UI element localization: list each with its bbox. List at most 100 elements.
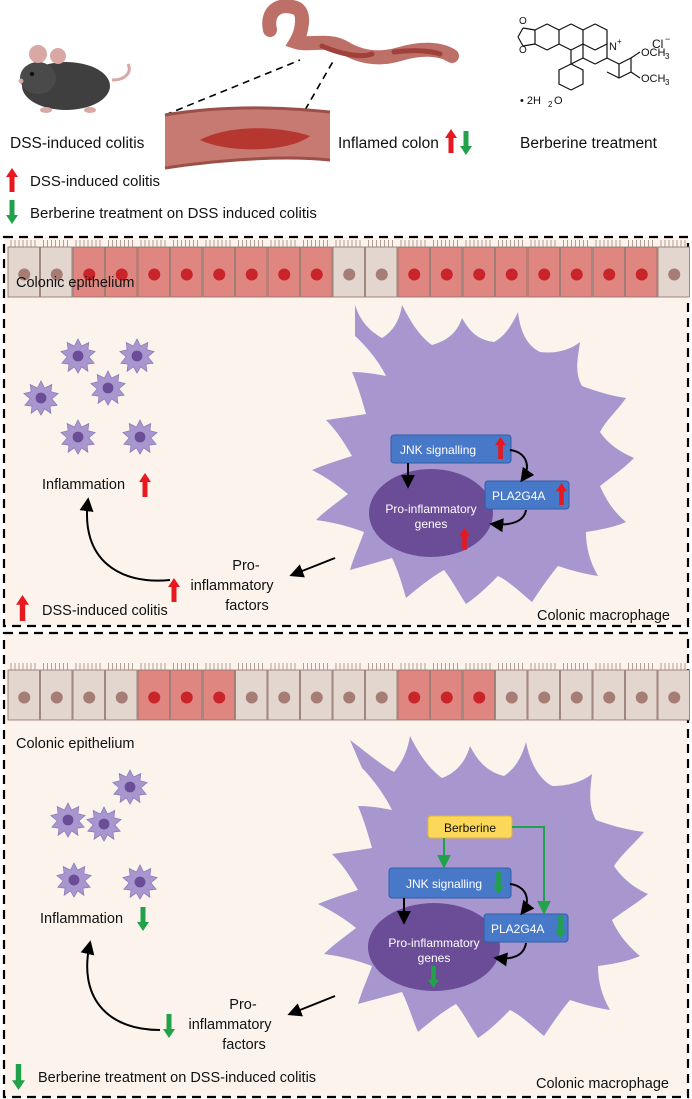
legend-down-arrow-icon bbox=[6, 200, 18, 224]
epithelial-cell bbox=[365, 240, 398, 298]
epithelial-cell bbox=[462, 240, 495, 298]
jnk-box-top bbox=[390, 434, 512, 464]
epithelial-cell bbox=[202, 240, 235, 298]
factors-line2-top: inflammatory bbox=[191, 578, 275, 594]
inflammation-label-bottom: Inflammation bbox=[40, 911, 123, 927]
epithelial-cell bbox=[365, 663, 398, 721]
legend-red-label: DSS-induced colitis bbox=[30, 173, 160, 190]
epithelial-cell bbox=[137, 663, 170, 721]
epithelial-cell bbox=[657, 240, 690, 298]
epithelial-cell bbox=[657, 663, 690, 721]
epithelial-cell bbox=[300, 240, 333, 298]
genes-line2-top: genes bbox=[415, 517, 448, 531]
epithelial-cell bbox=[235, 663, 268, 721]
epithelial-cell bbox=[397, 663, 430, 721]
drug-label: Berberine treatment bbox=[520, 135, 658, 152]
zoom-line-left bbox=[164, 59, 301, 116]
epithelial-cell bbox=[7, 663, 40, 721]
arrow-jnk-to-pla-bottom bbox=[509, 883, 535, 916]
zoom-line-right bbox=[304, 57, 336, 111]
chem-n-charge: + bbox=[617, 37, 622, 46]
chem-water-o: O bbox=[554, 95, 563, 107]
epithelial-cell bbox=[592, 240, 625, 298]
epithelial-cell bbox=[202, 663, 235, 721]
epithelial-cell bbox=[7, 240, 40, 298]
colon-cross-section bbox=[164, 106, 331, 170]
arrow-pla-to-genes-top bbox=[489, 509, 527, 533]
epithelial-cell bbox=[495, 663, 528, 721]
epithelial-cell bbox=[40, 240, 73, 298]
epithelium-label-top: Colonic epithelium bbox=[16, 275, 134, 291]
arrow-macrophage-to-factors-top bbox=[289, 557, 336, 578]
epithelial-cell bbox=[267, 240, 300, 298]
genes-line1-bottom: Pro-inflammatory bbox=[388, 936, 479, 950]
mouse-illustration bbox=[18, 45, 131, 113]
epithelial-cell bbox=[495, 240, 528, 298]
epithelial-cell bbox=[527, 240, 560, 298]
colon-illustration bbox=[262, 0, 459, 65]
epithelial-cell bbox=[332, 240, 365, 298]
berberine-structure bbox=[517, 23, 641, 91]
epithelial-cell bbox=[332, 663, 365, 721]
up-arrow-icon bbox=[445, 129, 457, 153]
chem-och3-a-sub: 3 bbox=[665, 52, 670, 61]
chem-o-bottom: O bbox=[519, 45, 527, 56]
epithelial-cell bbox=[560, 663, 593, 721]
chem-n: N bbox=[609, 41, 617, 53]
epithelial-cell bbox=[430, 240, 463, 298]
epithelial-cell bbox=[560, 240, 593, 298]
factors-line3-top: factors bbox=[225, 598, 269, 614]
epithelial-cell bbox=[592, 663, 625, 721]
chem-cl: Cl bbox=[652, 37, 663, 51]
epithelial-cell bbox=[105, 240, 138, 298]
arrow-factors-to-inflammation-bottom bbox=[80, 940, 161, 1031]
factors-line1-top: Pro- bbox=[232, 558, 260, 574]
genes-line1-top: Pro-inflammatory bbox=[385, 502, 476, 516]
factors-line1-bottom: Pro- bbox=[229, 997, 257, 1013]
jnk-label-bottom: JNK signalling bbox=[406, 877, 482, 891]
epithelial-cell bbox=[105, 663, 138, 721]
arrow-factors-to-inflammation-top bbox=[79, 497, 171, 582]
epithelial-cell bbox=[170, 663, 203, 721]
factors-line3-bottom: factors bbox=[222, 1037, 266, 1053]
pla-label-bottom: PLA2G4A bbox=[491, 922, 544, 936]
epithelial-cell bbox=[625, 240, 658, 298]
epithelial-cell bbox=[430, 663, 463, 721]
epithelial-cell bbox=[625, 663, 658, 721]
macrophage-label-top: Colonic macrophage bbox=[537, 608, 670, 624]
down-arrow-icon bbox=[460, 131, 472, 155]
epithelium-top bbox=[7, 240, 690, 298]
epithelial-cell bbox=[527, 663, 560, 721]
chem-o-top: O bbox=[519, 16, 527, 27]
legend-green-label: Berberine treatment on DSS induced colit… bbox=[30, 205, 317, 222]
panel-top: Colonic epithelium Pro-inflammatory gene… bbox=[2, 235, 690, 628]
berberine-label: Berberine bbox=[444, 821, 496, 835]
inflammation-label-top: Inflammation bbox=[42, 477, 125, 493]
panel-bottom: Colonic epithelium Pro-inflammatory gene… bbox=[2, 631, 690, 1099]
factors-line2-bottom: inflammatory bbox=[189, 1017, 273, 1033]
epithelial-cell bbox=[462, 663, 495, 721]
chem-water: • 2H bbox=[520, 95, 541, 107]
genes-line2-bottom: genes bbox=[418, 951, 451, 965]
condition-label-bottom: Berberine treatment on DSS-induced colit… bbox=[38, 1070, 316, 1086]
chem-cl-charge: − bbox=[665, 34, 670, 44]
chem-och3-b: OCH bbox=[641, 73, 666, 85]
arrow-berberine-to-pla bbox=[512, 826, 551, 915]
epithelial-cell bbox=[72, 240, 105, 298]
epithelium-bottom bbox=[7, 663, 690, 721]
nucleus-bottom bbox=[368, 903, 500, 991]
condition-label-top: DSS-induced colitis bbox=[42, 603, 168, 619]
epithelial-cell bbox=[40, 663, 73, 721]
epithelial-cell bbox=[137, 240, 170, 298]
arrow-macrophage-to-factors-bottom bbox=[287, 995, 336, 1017]
epithelial-cell bbox=[170, 240, 203, 298]
epithelial-cell bbox=[267, 663, 300, 721]
arrow-jnk-to-pla-top bbox=[509, 449, 535, 483]
epithelium-label-bottom: Colonic epithelium bbox=[16, 736, 134, 752]
legend-up-arrow-icon bbox=[6, 168, 18, 192]
mouse-label: DSS-induced colitis bbox=[10, 135, 145, 152]
epithelial-cell bbox=[397, 240, 430, 298]
epithelial-cell bbox=[300, 663, 333, 721]
epithelial-cell bbox=[235, 240, 268, 298]
macrophage-label-bottom: Colonic macrophage bbox=[536, 1076, 669, 1092]
